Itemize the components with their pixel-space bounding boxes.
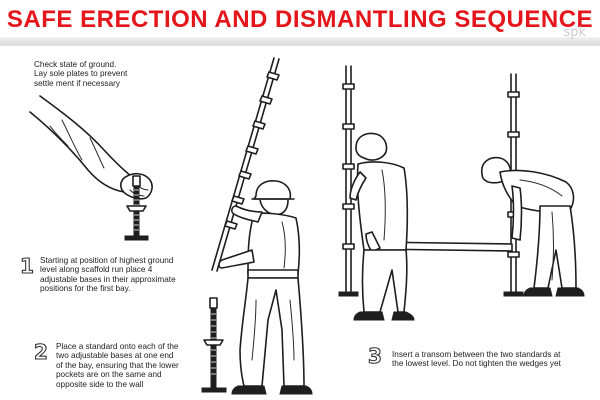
banner-stripe	[0, 37, 600, 45]
figure-worker-left	[349, 132, 415, 321]
adjustable-base-panel1	[124, 175, 149, 241]
scaffold-standard-left	[338, 65, 359, 297]
adjustable-base-panel2	[201, 297, 227, 393]
step-2-line-5: opposite side to the wall	[56, 379, 144, 389]
scaffold-standard-long	[211, 57, 280, 272]
step-1-line-3: adjustable bases in their approximate	[40, 274, 176, 284]
step-2-line-4: pockets are on the same and	[56, 370, 162, 380]
header-banner: SAFE ERECTION AND DISMANTLING SEQUENCE s…	[0, 0, 600, 46]
intro-line-2: Lay sole plates to prevent	[34, 69, 128, 79]
step-1-number: 1	[19, 254, 34, 278]
step-3-line-2: the lowest level. Do not tighten the wed…	[392, 359, 561, 369]
step-1-line-1: Starting at position of highest ground	[40, 256, 174, 265]
step-2-line-3: of the bay, ensuring that the lower	[56, 360, 179, 370]
intro-line-3: settle ment if necessary	[34, 78, 121, 88]
step-2-line-1: Place a standard onto each of the	[56, 342, 179, 351]
intro-line-1: Check state of ground.	[34, 60, 117, 69]
step-3-caption: Insert a transom between the two standar…	[392, 350, 561, 369]
step-2-caption: Place a standard onto each of the two ad…	[56, 342, 179, 389]
step-3-line-1: Insert a transom between the two standar…	[392, 350, 561, 359]
step-1-line-4: positions for the first bay.	[40, 284, 131, 294]
figure-worker-right	[480, 156, 585, 297]
watermark-logo: spk	[563, 25, 586, 40]
figure-worker-holding-standard	[218, 180, 313, 395]
step-2-number: 2	[33, 340, 48, 364]
page-title: SAFE ERECTION AND DISMANTLING SEQUENCE	[6, 6, 594, 33]
step-1-line-2: level along scaffold run place 4	[40, 265, 153, 275]
step-1-caption: Starting at position of highest ground l…	[40, 256, 176, 294]
step-2-line-2: two adjustable bases at one end	[56, 351, 174, 361]
intro-caption: Check state of ground. Lay sole plates t…	[34, 60, 127, 88]
step-3-number: 3	[367, 344, 382, 368]
